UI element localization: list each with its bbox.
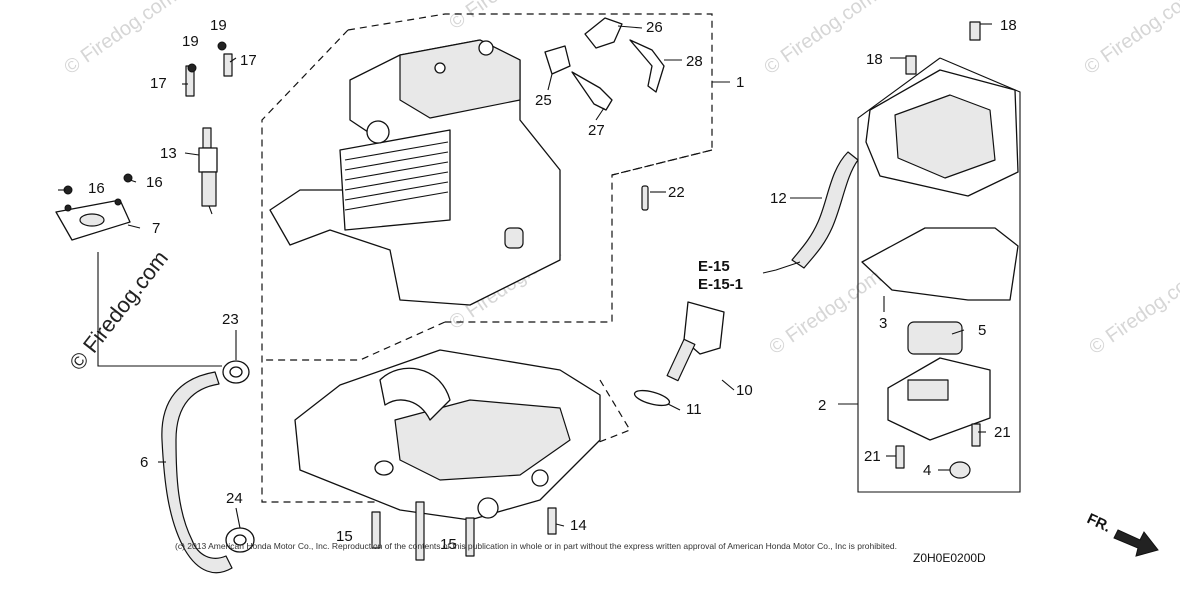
head-cover [865,69,1019,197]
grommet [949,461,971,479]
callout-26: 26 [646,19,663,36]
bottom-bolts [371,501,557,561]
callout-25: 25 [535,92,552,109]
spark-plug [198,127,218,215]
cylinder-block [269,39,561,306]
breather-hose [791,151,859,269]
callout-19-left: 19 [182,33,199,50]
callout-15-left: 15 [336,528,353,545]
callout-18-right: 18 [1000,17,1017,34]
svg-text:© Firedog.com: © Firedog.com [1080,0,1180,79]
cover-plate [55,198,131,241]
callout-12: 12 [770,190,787,207]
fasteners [63,21,981,195]
watermark-side: © Firedog.com [64,246,173,375]
callout-10: 10 [736,382,753,399]
front-direction-indicator: FR. [1084,510,1159,557]
svg-text:© Firedog.com: © Firedog.com [445,0,565,34]
callout-16-left: 16 [88,180,105,197]
callout-3: 3 [879,315,887,332]
hose-clamp-23 [222,360,250,384]
callout-21-left: 21 [864,448,881,465]
callout-19-right: 19 [210,17,227,34]
callout-28: 28 [686,53,703,70]
leader-lines [58,23,992,529]
callout-13: 13 [160,145,177,162]
callout-2: 2 [818,397,826,414]
front-label: FR. [1084,510,1113,536]
callout-27: 27 [588,122,605,139]
svg-text:© Firedog.com: © Firedog.com [60,0,180,79]
callout-7: 7 [152,220,160,237]
dowel-pin [641,185,649,211]
callout-1: 1 [736,74,744,91]
callout-14: 14 [570,517,587,534]
callout-23: 23 [222,311,239,328]
crankcase [294,349,601,521]
arrow-icon [1113,529,1159,557]
rocker-parts [544,17,665,111]
bolt-21-right [971,423,981,447]
callout-24: 24 [226,490,243,507]
callout-18-left: 18 [866,51,883,68]
bolt-21-left [895,445,905,469]
reference-e15-1: E-15-1 [698,276,743,293]
svg-text:© Firedog.com: © Firedog.com [760,0,880,79]
callout-4: 4 [923,462,931,479]
callout-11: 11 [686,401,702,418]
callout-21-right: 21 [994,424,1011,441]
callout-15-center: 15 [440,536,457,553]
head-gasket [861,227,1019,301]
breather-case [887,357,991,441]
seal-block [907,321,963,355]
callout-16-right: 16 [146,174,163,191]
callout-labels: 1 2 3 4 5 6 7 10 11 12 13 14 15 15 16 16… [88,17,1017,553]
diagram-code: Z0H0E0200D [913,551,986,565]
callout-17-left: 17 [150,75,167,92]
assembly-outline-2 [857,57,1021,493]
svg-text:© Firedog.com: © Firedog.com [1085,266,1180,359]
assembly-outline-1 [261,13,713,503]
svg-text:© Firedog.com: © Firedog.com [765,266,885,359]
callout-6: 6 [140,454,148,471]
reference-e15: E-15 [698,258,730,275]
callout-5: 5 [978,322,986,339]
oil-dipstick [633,301,725,407]
hose-clamp-24 [225,527,255,553]
breather-tube [161,371,233,574]
callout-22: 22 [668,184,685,201]
callout-17-right: 17 [240,52,257,69]
copyright-notice: (c) 2013 American Honda Motor Co., Inc. … [175,541,897,551]
